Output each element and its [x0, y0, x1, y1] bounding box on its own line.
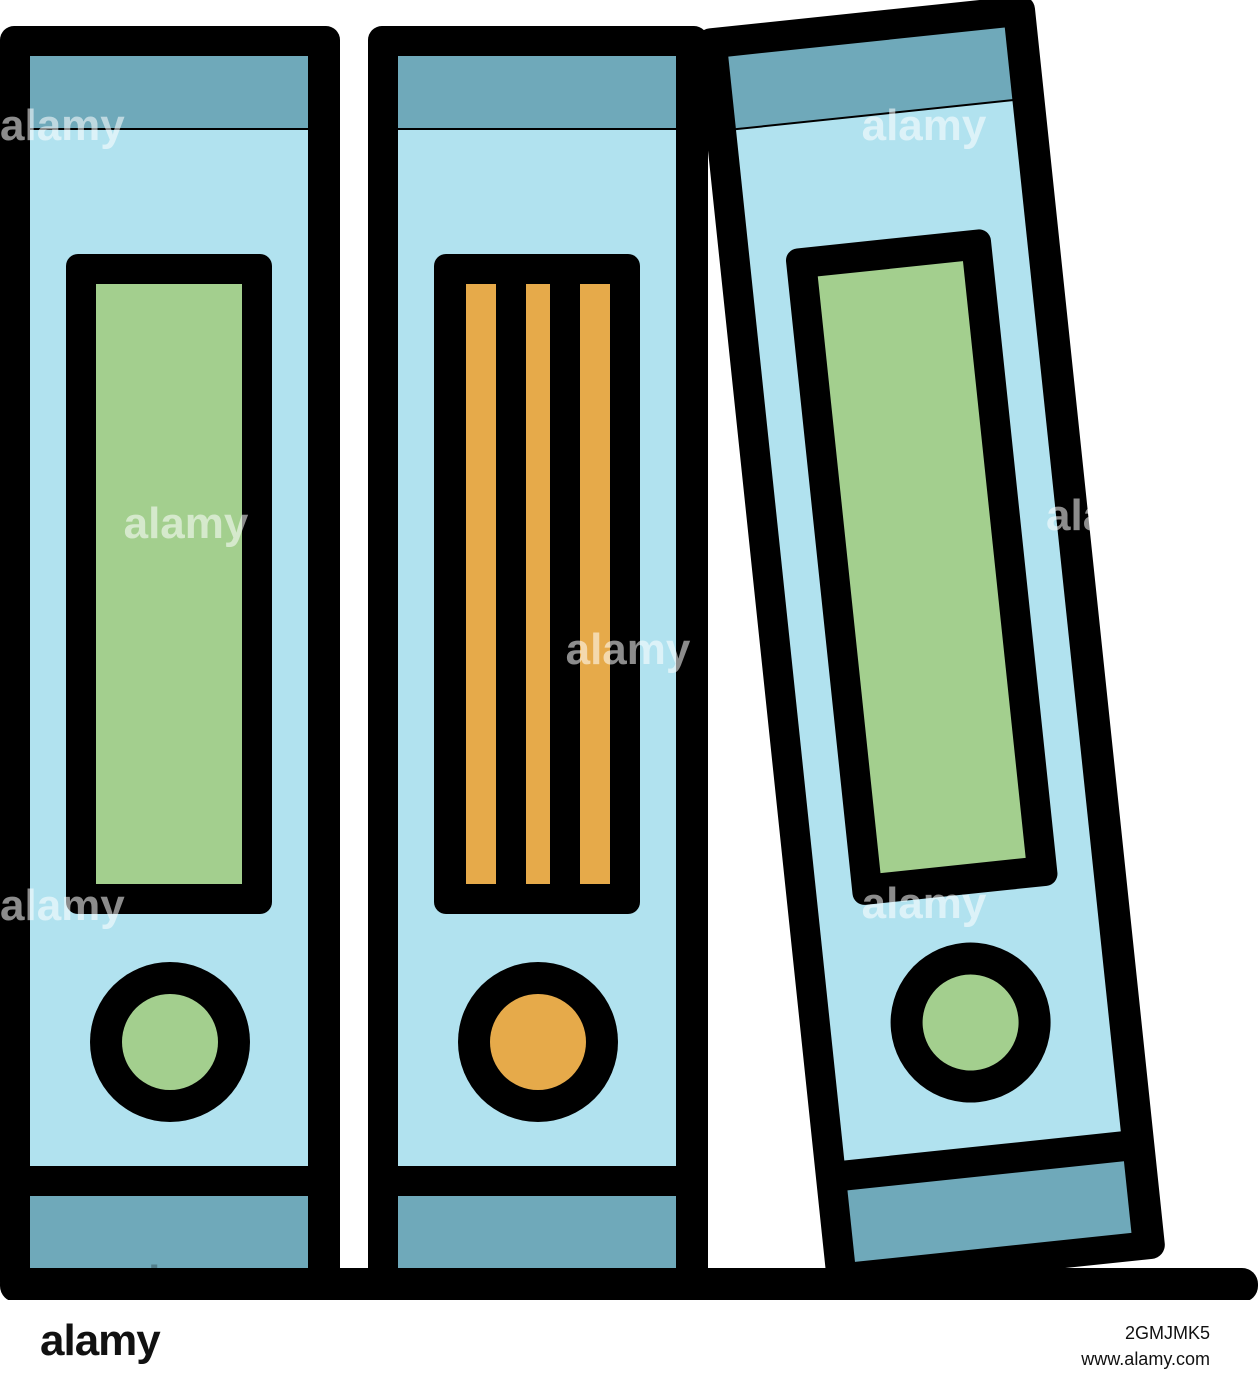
- binder-left-label: [96, 284, 242, 884]
- binder-middle-label-stripe-3: [580, 284, 610, 884]
- binder-right-bottom-band: [847, 1161, 1132, 1262]
- watermark-word: alamy: [124, 1257, 249, 1300]
- binder-right-ring: [922, 974, 1019, 1071]
- binder-right-label: [817, 261, 1026, 874]
- binder-middle-bottom-band: [398, 1196, 676, 1268]
- binder-middle-label-stripe-2: [526, 284, 550, 884]
- binder-middle: [368, 26, 708, 1296]
- watermark-word: alamy: [1046, 491, 1171, 540]
- footer-meta: 2GMJMK5 www.alamy.com: [1081, 1320, 1210, 1372]
- watermark-word: alamy: [0, 101, 125, 150]
- binder-right: [696, 0, 1165, 1292]
- watermark-layer: alamy alamy alamy alamy alamy alamy alam…: [0, 101, 1171, 1300]
- image-id: 2GMJMK5: [1124, 1323, 1210, 1343]
- watermark-word: alamy: [1016, 1257, 1141, 1300]
- binder-middle-label-stripe-1: [466, 284, 496, 884]
- binders-illustration: alamy alamy alamy alamy alamy alamy alam…: [0, 0, 1258, 1300]
- site-url: www.alamy.com: [1081, 1349, 1210, 1369]
- watermark-word: alamy: [862, 879, 987, 928]
- watermark-word: alamy: [0, 881, 125, 930]
- footer-bar: alamy 2GMJMK5 www.alamy.com: [0, 1300, 1258, 1390]
- binder-middle-ring: [490, 994, 586, 1090]
- watermark-word: alamy: [124, 499, 249, 548]
- binder-left-bottom-band: [30, 1196, 308, 1268]
- binder-right-top-band: [728, 27, 1013, 129]
- binder-left: [0, 26, 340, 1296]
- binder-left-top-band: [30, 56, 308, 128]
- footer-logo: alamy: [40, 1316, 161, 1365]
- binder-left-ring: [122, 994, 218, 1090]
- binder-middle-top-band: [398, 56, 676, 128]
- watermark-word: alamy: [566, 625, 691, 674]
- watermark-word: alamy: [862, 101, 987, 150]
